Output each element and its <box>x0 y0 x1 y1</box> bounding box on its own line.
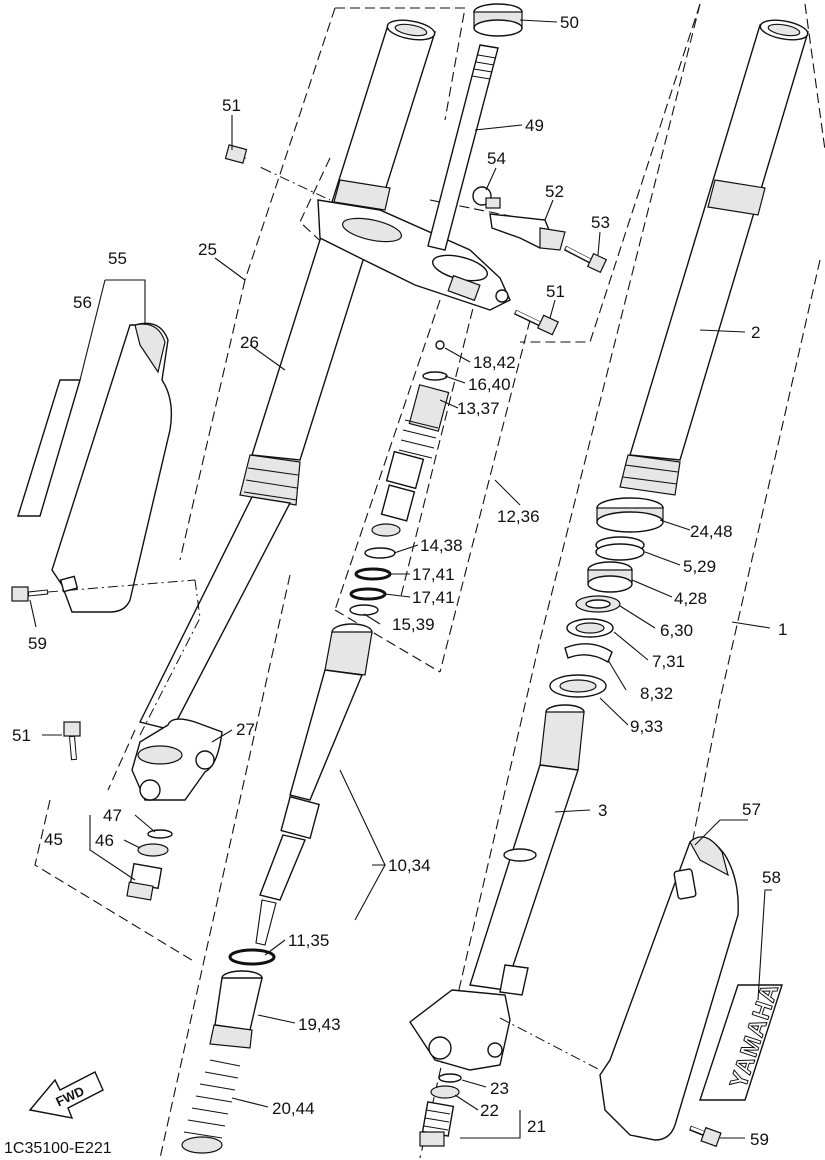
bushing-8-32 <box>564 643 613 664</box>
bolt-51-lower <box>63 721 81 761</box>
axle-holder-right <box>409 964 529 1071</box>
callout-17-41: 17,41 <box>412 565 455 584</box>
callout-4-28: 4,28 <box>674 589 707 608</box>
callout-59: 59 <box>28 634 47 653</box>
callout-2: 2 <box>751 323 760 342</box>
callout-50: 50 <box>560 13 579 32</box>
drain-bolt-21 <box>419 1073 462 1147</box>
callout-13-37: 13,37 <box>457 399 500 418</box>
fwd-arrow: FWD <box>28 1071 104 1119</box>
callout-54: 54 <box>487 149 506 168</box>
callout-52: 52 <box>545 182 564 201</box>
callout-56: 56 <box>73 293 92 312</box>
callout-26: 26 <box>240 333 259 352</box>
bolt-54 <box>472 186 501 209</box>
callout-51: 51 <box>12 726 31 745</box>
callout-23: 23 <box>490 1079 509 1098</box>
clip-5-29 <box>595 536 645 561</box>
spring-guide-19-43 <box>209 970 263 1049</box>
callout-6-30: 6,30 <box>660 621 693 640</box>
callout-57: 57 <box>742 800 761 819</box>
bolt-51-top <box>224 144 263 169</box>
fork-guard-right <box>599 836 739 1141</box>
cartridge-10-34 <box>255 623 373 946</box>
drain-bolt-45 <box>126 829 173 901</box>
callout-46: 46 <box>95 831 114 850</box>
inner-tube-right <box>469 704 585 991</box>
o-ring-11-35 <box>228 948 276 966</box>
callout-55: 55 <box>108 249 127 268</box>
callout-1: 1 <box>778 620 787 639</box>
o-rings-14-17-15 <box>349 547 396 616</box>
callout-5-29: 5,29 <box>683 557 716 576</box>
callout-8-32: 8,32 <box>640 684 673 703</box>
callout-18-42: 18,42 <box>473 353 516 372</box>
fork-guard-left <box>51 322 173 613</box>
leader-lines <box>29 19 772 1139</box>
fork-rod-49 <box>427 44 499 251</box>
callout-16-40: 16,40 <box>468 375 511 394</box>
bolt-59-left <box>11 586 49 602</box>
callout-27: 27 <box>236 720 255 739</box>
callout-51: 51 <box>546 282 565 301</box>
callout-53: 53 <box>591 213 610 232</box>
callout-7-31: 7,31 <box>652 652 685 671</box>
callout-12-36: 12,36 <box>497 507 540 526</box>
callout-51: 51 <box>222 96 241 115</box>
callout-24-48: 24,48 <box>690 522 733 541</box>
callout-labels: 50 49 51 54 52 53 51 25 55 56 26 2 18,42… <box>12 13 787 1149</box>
callout-45: 45 <box>44 830 63 849</box>
cap-bolt-50 <box>473 3 523 37</box>
bushing-9-33 <box>549 674 607 698</box>
callout-49: 49 <box>525 116 544 135</box>
diagram-code: 1C35100-E221 <box>4 1140 112 1157</box>
outer-tube-right <box>619 19 809 496</box>
bolt-59-right <box>689 1125 722 1148</box>
guard-decal-left <box>17 379 81 517</box>
washer-6-30 <box>575 595 621 613</box>
callout-25: 25 <box>198 240 217 259</box>
callout-22: 22 <box>480 1101 499 1120</box>
spring-20-44 <box>181 1059 241 1154</box>
callout-20-44: 20,44 <box>272 1099 315 1118</box>
callout-11-35: 11,35 <box>288 931 329 950</box>
bushing-7-31 <box>566 618 614 638</box>
callout-15-39: 15,39 <box>392 615 435 634</box>
callout-10-34: 10,34 <box>388 856 431 875</box>
oil-seal-4-28 <box>587 561 633 593</box>
callout-59: 59 <box>750 1130 769 1149</box>
group-boundaries <box>34 3 825 1159</box>
dust-seal-24-48 <box>596 497 664 533</box>
callout-14-38: 14,38 <box>420 536 463 555</box>
callout-21: 21 <box>527 1117 546 1136</box>
callout-9-33: 9,33 <box>630 717 663 736</box>
callout-3: 3 <box>598 801 607 820</box>
axle-holder-left <box>131 718 223 801</box>
bracket-52 <box>489 213 566 251</box>
bolt-51-mid <box>513 309 560 336</box>
callout-19-43: 19,43 <box>298 1015 341 1034</box>
callout-17-41: 17,41 <box>412 588 455 607</box>
damper-internals <box>371 340 450 537</box>
bolt-53 <box>563 245 608 274</box>
callout-47: 47 <box>103 806 122 825</box>
callout-58: 58 <box>762 868 781 887</box>
